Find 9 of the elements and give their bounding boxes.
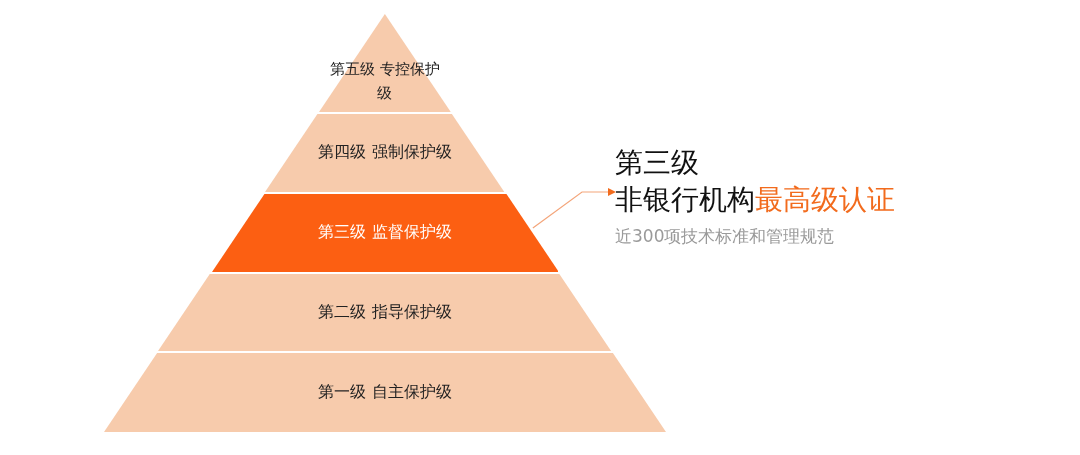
- heading-text: 第三级: [615, 145, 699, 181]
- level-label: 第三级 监督保护级: [317, 222, 453, 243]
- level-label: 第一级 自主保护级: [317, 381, 453, 403]
- level-label: 第五级 专控保护级: [330, 59, 440, 105]
- level-label: 第四级 强制保护级: [317, 142, 453, 163]
- subtitle-text: 近300项技术标准和管理规范: [615, 225, 835, 248]
- level-label: 第二级 指导保护级: [317, 301, 453, 323]
- heading-text: 非银行机构最高级认证: [615, 182, 895, 218]
- arrow: [532, 188, 616, 229]
